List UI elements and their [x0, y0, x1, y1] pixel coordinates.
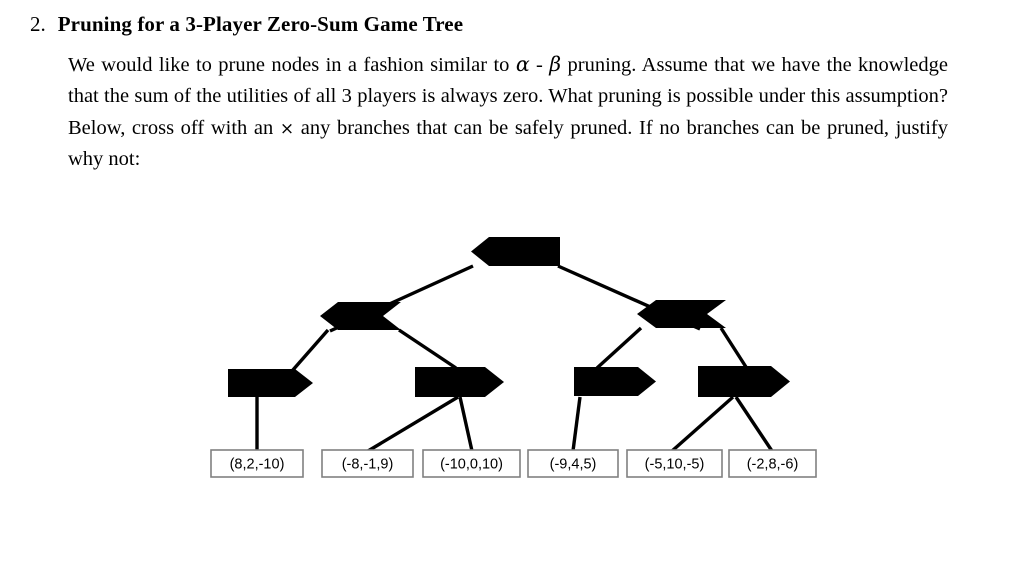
internal-node-c[interactable]	[574, 367, 656, 396]
edge-left-internal-to-node-b	[398, 328, 457, 370]
leaf-value: (-8,-1,9)	[342, 456, 394, 472]
leaf-box	[321, 449, 414, 478]
leaf-node-6[interactable]: (-2,8,-6)	[728, 449, 817, 478]
problem-body-text: We would like to prune nodes in a fashio…	[68, 49, 948, 175]
leaf-node-1[interactable]: (8,2,-10)	[210, 449, 304, 478]
leaf-value: (8,2,-10)	[230, 456, 285, 472]
edge-left-internal-to-node-a	[290, 328, 330, 373]
leaf-value: (-10,0,10)	[440, 456, 503, 472]
internal-node-b[interactable]	[415, 367, 504, 397]
leaf-value: (-9,4,5)	[550, 456, 597, 472]
internal-node-d[interactable]	[698, 366, 790, 397]
problem-statement: 2. Pruning for a 3-Player Zero-Sum Game …	[30, 12, 960, 175]
problem-heading: 2. Pruning for a 3-Player Zero-Sum Game …	[30, 12, 960, 37]
leaf-box	[210, 449, 304, 478]
edge-right-internal-to-node-d	[719, 327, 748, 368]
internal-node-right[interactable]	[637, 300, 726, 328]
problem-number: 2.	[30, 12, 46, 36]
leaf-node-4[interactable]: (-9,4,5)	[527, 449, 619, 478]
leaf-box	[728, 449, 817, 478]
game-tree-figure: (8,2,-10) (-8,-1,9) (-10,0,10) (-9,4,5) …	[0, 215, 1024, 505]
alpha-symbol: α	[515, 52, 530, 77]
edge-node-b-to-leaf-3	[458, 396, 474, 452]
body-dash: -	[529, 54, 550, 77]
internal-node-left[interactable]	[320, 302, 401, 330]
edge-node-c-to-leaf-4	[571, 396, 582, 452]
page-title: Pruning for a 3-Player Zero-Sum Game Tre…	[57, 12, 464, 36]
leaf-box	[527, 449, 619, 478]
times-symbol: ×	[279, 118, 295, 139]
leaf-box	[422, 449, 521, 478]
edge-node-d-to-leaf-6	[734, 396, 774, 452]
leaf-box	[626, 449, 723, 478]
leaf-node-5[interactable]: (-5,10,-5)	[626, 449, 723, 478]
leaf-node-2[interactable]: (-8,-1,9)	[321, 449, 414, 478]
body-part-1: We would like to prune nodes in a fashio…	[68, 54, 516, 77]
leaf-value: (-2,8,-6)	[747, 456, 799, 472]
edge-node-d-to-leaf-5	[670, 395, 735, 453]
leaf-value: (-5,10,-5)	[645, 456, 705, 472]
edge-node-b-to-leaf-2	[367, 395, 459, 453]
body-part-3: any branches that can be safely pruned. …	[68, 116, 948, 170]
leaf-node-3[interactable]: (-10,0,10)	[422, 449, 521, 478]
internal-node-a[interactable]	[228, 369, 313, 397]
edge-right-internal-to-node-c	[595, 326, 643, 370]
body-part-2: pruning. Assume that we have the knowled…	[68, 54, 949, 139]
beta-symbol: β	[549, 52, 562, 77]
root-node[interactable]	[471, 237, 560, 266]
game-tree-svg: (8,2,-10) (-8,-1,9) (-10,0,10) (-9,4,5) …	[210, 237, 817, 478]
